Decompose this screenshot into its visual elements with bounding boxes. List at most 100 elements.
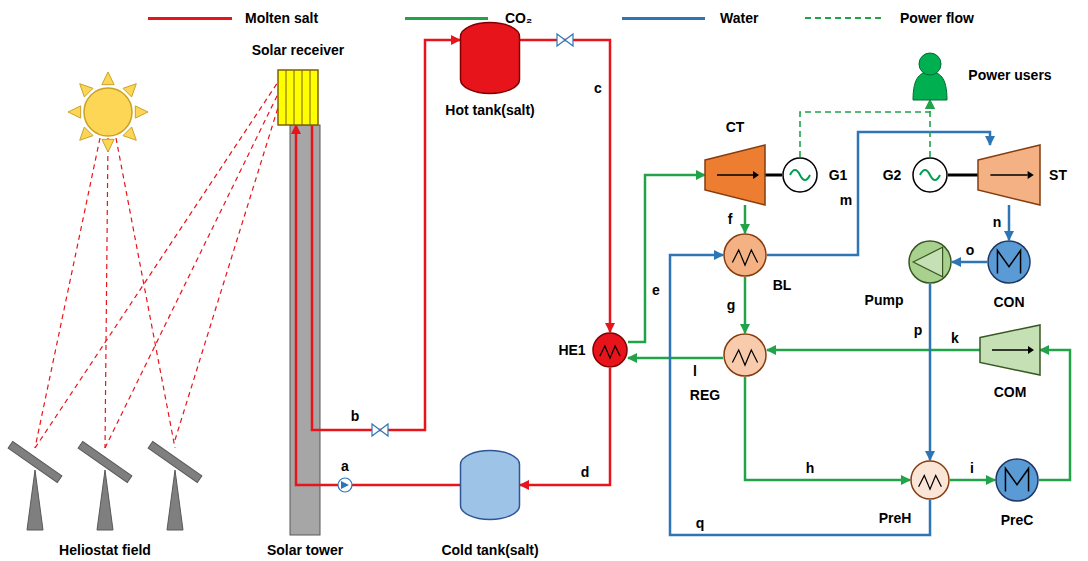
preheater-shape <box>910 460 950 500</box>
heliostat-mirror <box>8 442 62 483</box>
condenser-shape <box>987 240 1031 284</box>
legend-text: Molten salt <box>245 10 318 26</box>
flow-line <box>312 40 460 430</box>
regenerator: REG <box>723 333 767 377</box>
solar-receiver: Solar receiver <box>278 70 318 125</box>
drawing-part <box>724 234 766 276</box>
component-label: Pump <box>865 292 904 308</box>
sun-ray-spike <box>102 139 114 152</box>
flow-line <box>767 132 990 255</box>
heliostat-field: Heliostat field <box>10 440 210 530</box>
dashed-flow-line <box>175 108 278 441</box>
valve-half <box>557 34 565 46</box>
drawing-part <box>919 475 942 489</box>
drawing-part <box>753 171 759 179</box>
power-users-icon-shape <box>905 50 955 100</box>
legend-text: CO₂ <box>505 10 532 26</box>
drawing-part <box>461 451 520 520</box>
sun-symbol <box>68 72 148 152</box>
dashed-flow-line <box>929 100 931 157</box>
regenerator-shape <box>723 333 767 377</box>
flow-line <box>744 205 747 233</box>
cold-tank: Cold tank(salt) <box>460 450 520 520</box>
drawing-part <box>1028 171 1034 179</box>
drawing-part <box>310 70 311 125</box>
tower-body <box>290 125 320 535</box>
legend-swatch <box>622 17 705 20</box>
steam-turbine-shape <box>978 145 1040 205</box>
compressor-shape <box>980 325 1040 375</box>
flow-line <box>520 40 610 332</box>
sun-ray <box>116 138 175 448</box>
drawing-part <box>913 247 942 276</box>
component-label: Solar receiver <box>252 42 345 58</box>
power-users-icon: Power users <box>905 50 955 100</box>
stream-label: e <box>651 283 661 298</box>
co2-turbine-shape <box>705 145 765 205</box>
boiler-shape <box>723 233 767 277</box>
flow-line <box>952 261 987 264</box>
component-label: Solar tower <box>267 542 343 558</box>
drawing-part <box>461 23 520 94</box>
drawing-part <box>909 241 951 283</box>
flow-line <box>670 255 930 535</box>
drawing-part <box>732 250 757 265</box>
heliostat-mirror <box>148 442 202 483</box>
cold-tank-shape <box>460 450 520 520</box>
drawing-part <box>980 325 1040 375</box>
drawing-part <box>978 145 1040 205</box>
solar-tower: Solar tower <box>290 125 320 535</box>
component-label: PreH <box>879 510 912 526</box>
solar-tower-shape <box>290 125 320 535</box>
drawing-part <box>294 70 295 125</box>
preheater: PreH <box>910 460 950 500</box>
legend-swatch <box>148 17 232 20</box>
generator: G2 <box>912 157 948 193</box>
stream-label: n <box>992 215 1003 230</box>
flow-line <box>929 284 932 460</box>
stream-label: d <box>580 465 591 480</box>
component-label: Hot tank(salt) <box>445 102 534 118</box>
flow-line <box>948 174 978 177</box>
drawing-part <box>1028 346 1034 354</box>
flow-line <box>745 377 910 480</box>
heliostats <box>8 442 202 530</box>
drawing-part <box>911 461 949 499</box>
component-label: HE1 <box>558 342 585 358</box>
valve-symbol <box>372 424 388 436</box>
flow-line <box>767 349 980 352</box>
sun-ray-spike <box>102 72 114 85</box>
legend-text: Water <box>720 10 758 26</box>
heliostat-stand <box>27 470 43 530</box>
generator: G1 <box>782 157 818 193</box>
dashed-flow-line <box>800 100 930 157</box>
drawing-part <box>913 72 947 100</box>
drawing-part <box>732 350 757 365</box>
valve-half <box>372 424 380 436</box>
flow-line <box>1039 350 1070 480</box>
stream-label: h <box>805 461 816 476</box>
drawing-part <box>996 459 1038 501</box>
heliostat-mirror <box>78 442 132 483</box>
boiler: BL <box>723 233 767 277</box>
stream-label: i <box>969 461 975 476</box>
stream-label: l <box>692 364 698 379</box>
heliostat-stand <box>167 470 183 530</box>
valve-half <box>565 34 573 46</box>
hot-tank-shape <box>460 22 520 94</box>
component-label: G2 <box>883 167 902 183</box>
drawing-part <box>997 250 1020 273</box>
drawing-part <box>600 346 620 358</box>
drawing-part <box>593 333 627 367</box>
valve-half <box>380 424 388 436</box>
generator-shape <box>912 157 948 193</box>
component-label: COM <box>994 384 1027 400</box>
sun-disc <box>84 88 132 136</box>
heliostat-stand <box>97 470 113 530</box>
reflected-ray <box>105 94 278 448</box>
pump-triangle <box>341 481 349 489</box>
water-pump: Pump <box>908 240 952 284</box>
sun-ray <box>105 138 108 448</box>
pump-circle <box>338 478 352 492</box>
component-label: G1 <box>829 167 848 183</box>
